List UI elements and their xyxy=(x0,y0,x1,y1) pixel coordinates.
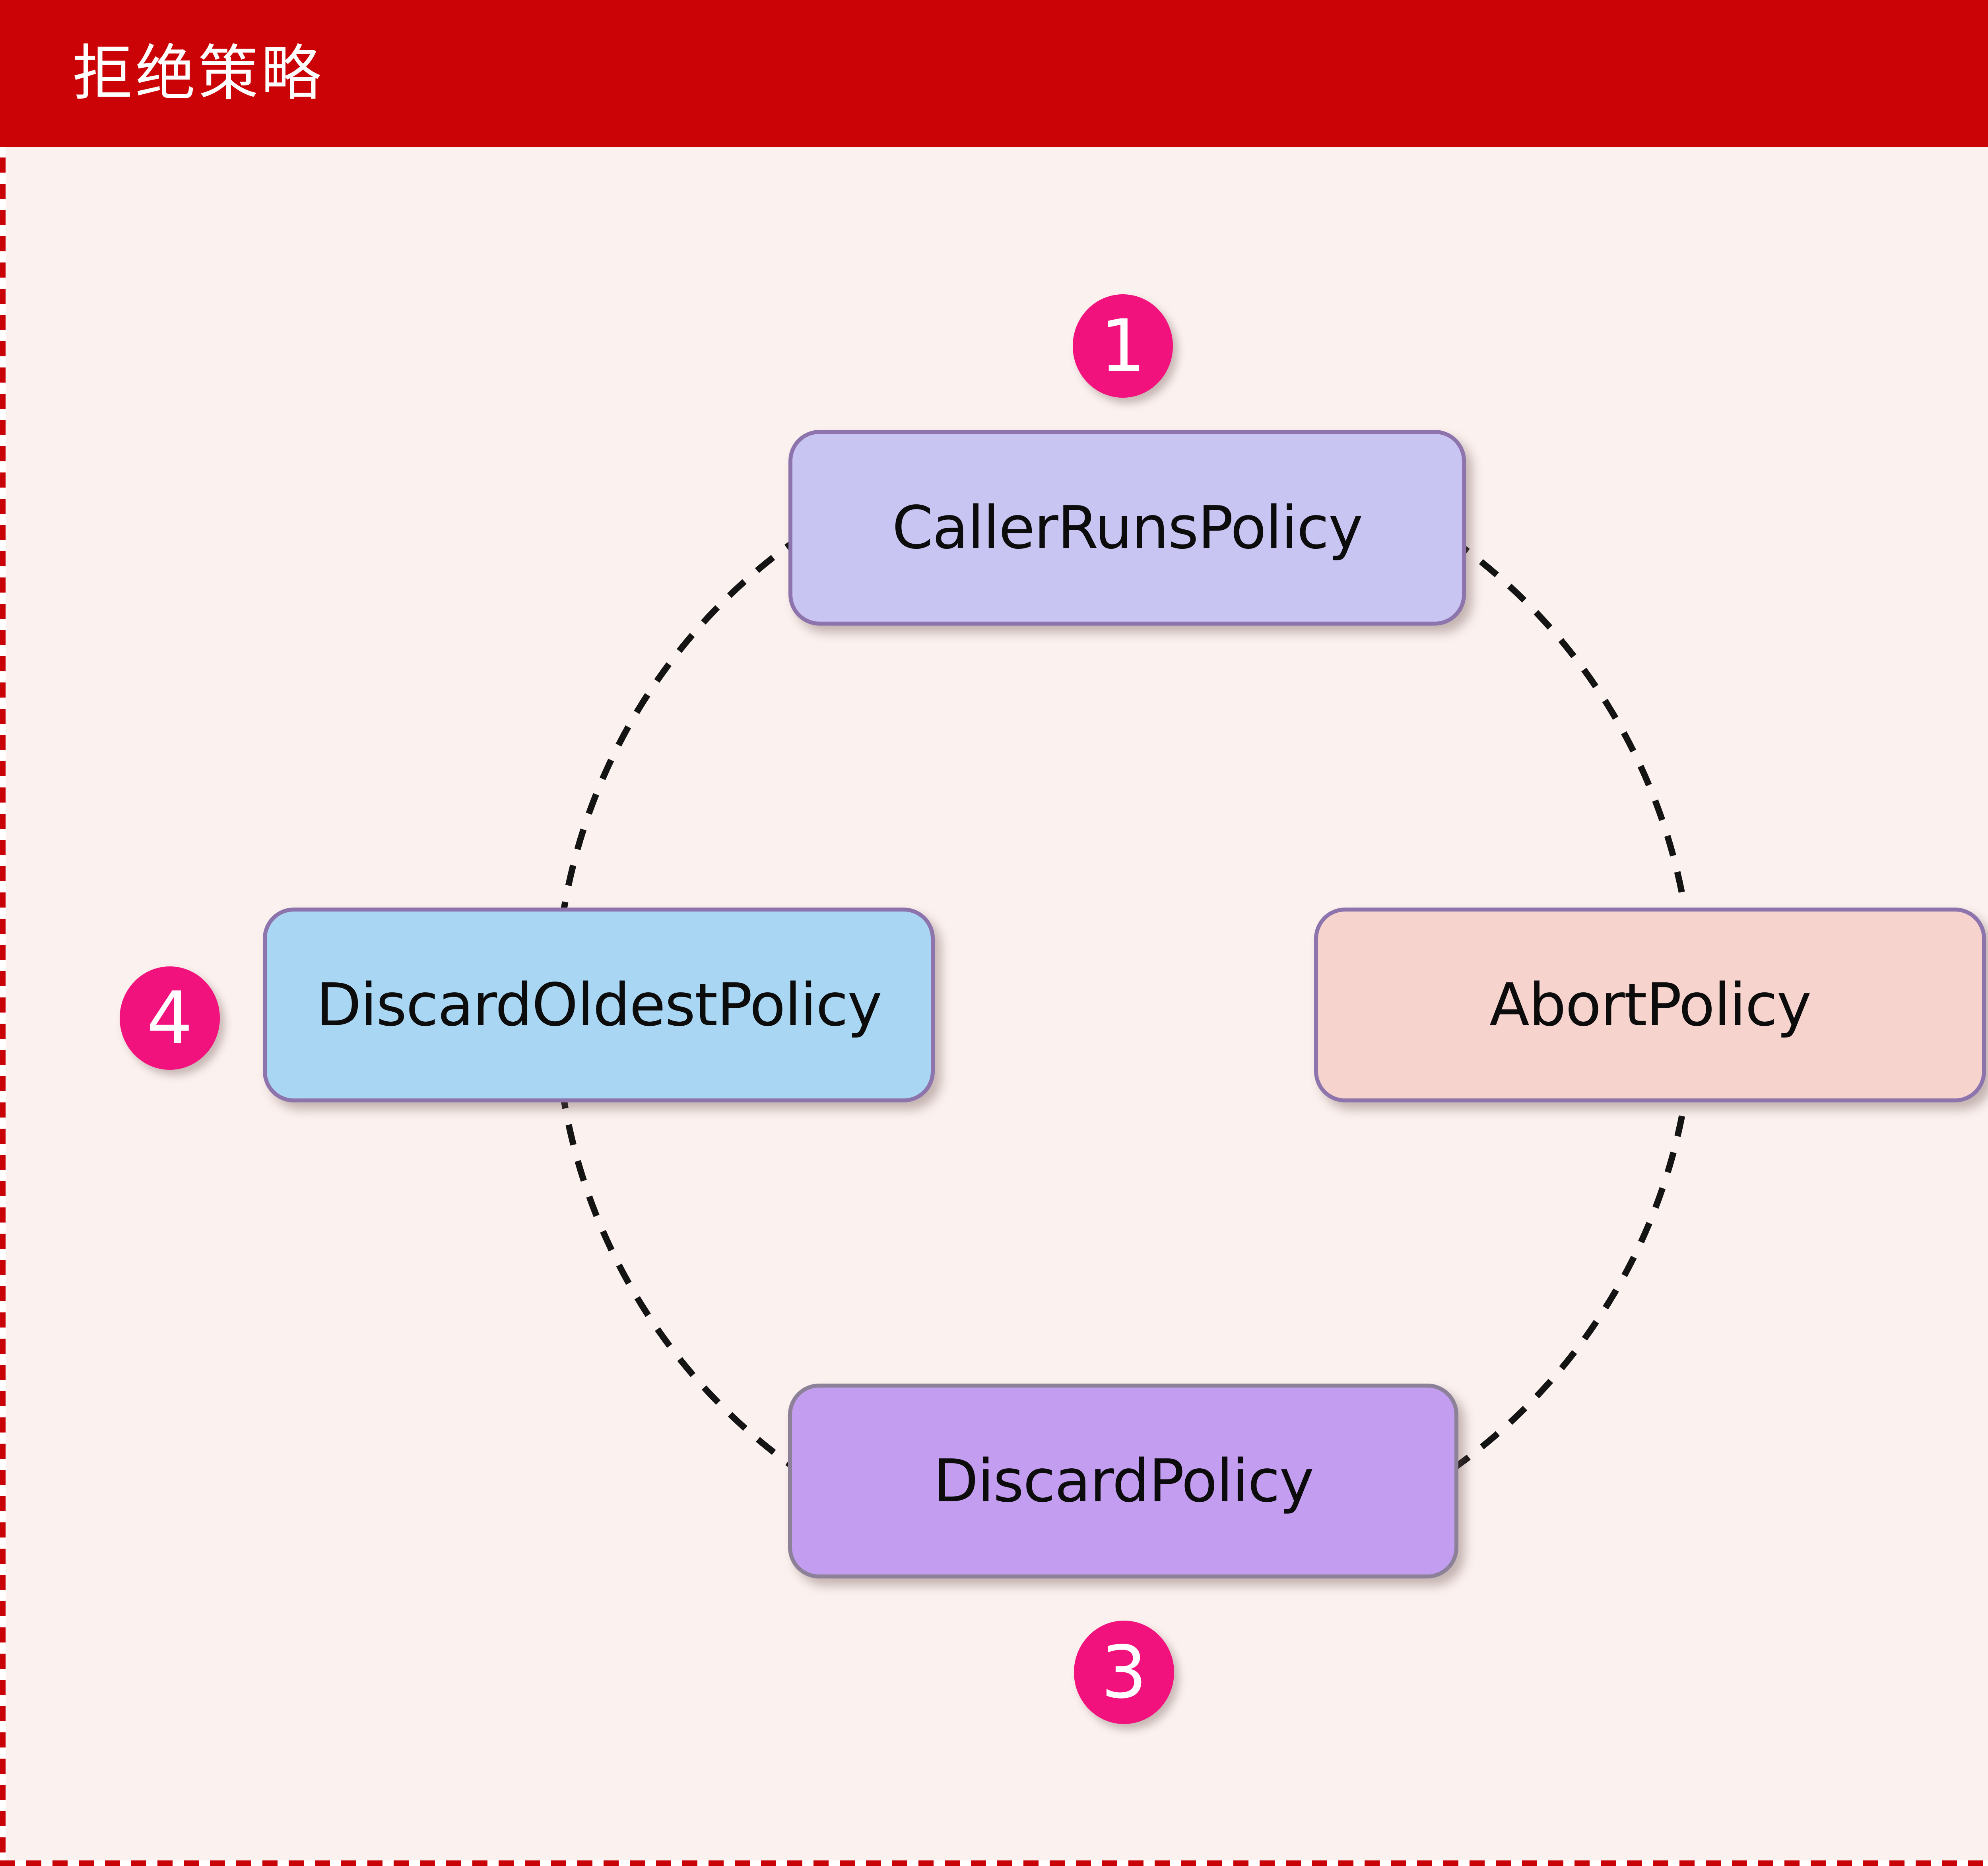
node-discard-oldest-policy: DiscardOldestPolicy xyxy=(263,908,935,1102)
node-abort-policy: AbortPolicy xyxy=(1314,908,1986,1102)
node-label: CallerRunsPolicy xyxy=(892,494,1363,562)
badge-step-1: 1 xyxy=(1073,294,1173,398)
node-label: DiscardPolicy xyxy=(933,1447,1314,1515)
node-caller-runs-policy: CallerRunsPolicy xyxy=(788,430,1466,626)
frame-dash-left xyxy=(0,0,6,1866)
frame-dash-bottom xyxy=(0,1860,1988,1866)
badge-number: 1 xyxy=(1100,304,1146,388)
badge-number: 3 xyxy=(1101,1630,1147,1714)
badge-step-3: 3 xyxy=(1074,1621,1174,1724)
header-bar: 拒绝策略 xyxy=(0,0,1988,147)
badge-number: 4 xyxy=(147,976,193,1060)
node-label: DiscardOldestPolicy xyxy=(316,971,882,1039)
node-discard-policy: DiscardPolicy xyxy=(788,1384,1458,1578)
node-label: AbortPolicy xyxy=(1489,971,1811,1039)
page-title: 拒绝策略 xyxy=(72,38,324,109)
badge-step-4: 4 xyxy=(120,966,220,1070)
